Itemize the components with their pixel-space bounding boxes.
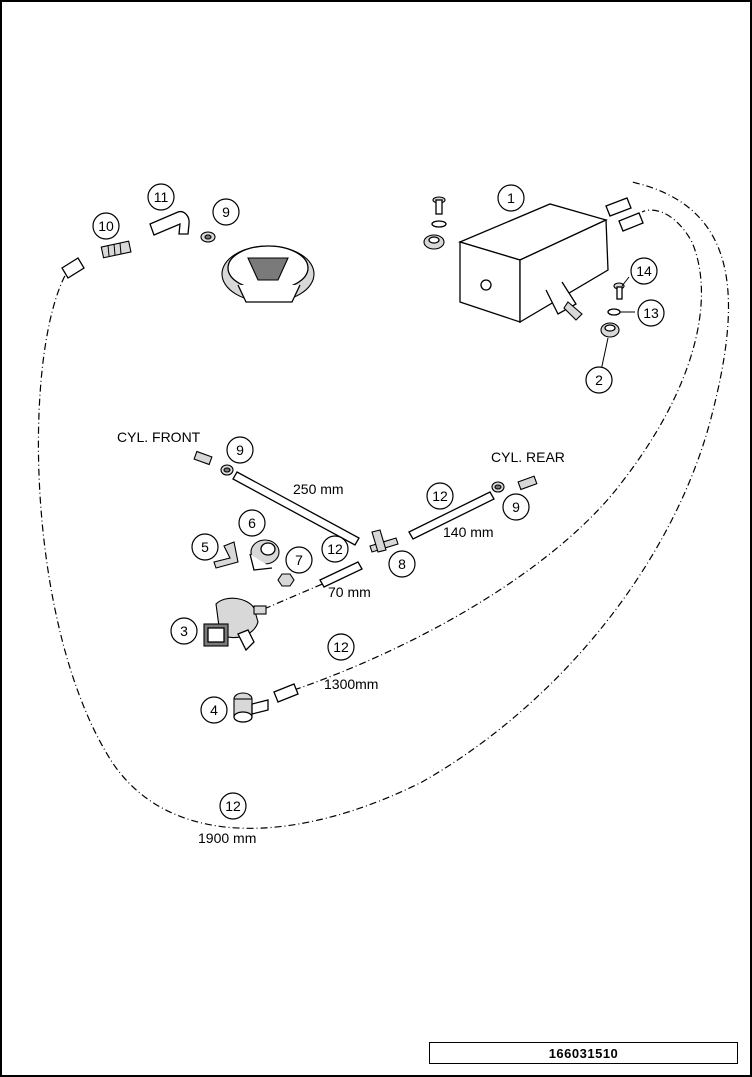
svg-text:8: 8 bbox=[398, 556, 406, 572]
svg-text:6: 6 bbox=[248, 515, 256, 531]
callout-6: 6 bbox=[238, 509, 266, 537]
svg-text:2: 2 bbox=[595, 372, 603, 388]
connector-nipple-10 bbox=[100, 240, 132, 259]
hose-end-lower bbox=[618, 212, 644, 232]
callout-13: 13 bbox=[637, 299, 665, 327]
svg-text:9: 9 bbox=[236, 442, 244, 458]
callout-9-top: 9 bbox=[212, 198, 240, 226]
washer-13 bbox=[607, 308, 621, 316]
hose-70mm-extension bbox=[263, 581, 328, 610]
hose-clamp-9-top bbox=[200, 231, 216, 243]
svg-text:9: 9 bbox=[222, 204, 230, 220]
callout-8: 8 bbox=[388, 550, 416, 578]
label-cyl-front: CYL. FRONT bbox=[117, 429, 201, 445]
hose-1300mm-stub bbox=[273, 683, 299, 703]
label-length-70: 70 mm bbox=[328, 584, 371, 600]
rubber-grommet-2 bbox=[600, 322, 620, 338]
callout-12-1900: 12 bbox=[219, 792, 247, 820]
svg-text:3: 3 bbox=[180, 623, 188, 639]
hose-end-left bbox=[61, 257, 85, 279]
callout-14: 14 bbox=[630, 257, 658, 285]
grommet-canister-left bbox=[423, 234, 445, 250]
callout-9-front: 9 bbox=[226, 436, 254, 464]
hose-clamp-9-front bbox=[220, 464, 234, 476]
hose-1900mm bbox=[37, 181, 730, 829]
svg-text:10: 10 bbox=[98, 218, 114, 234]
callout-4: 4 bbox=[200, 696, 228, 724]
hose-250mm bbox=[232, 471, 360, 546]
label-length-1300: 1300mm bbox=[324, 676, 378, 692]
svg-text:12: 12 bbox=[432, 488, 448, 504]
svg-text:14: 14 bbox=[636, 263, 652, 279]
svg-text:9: 9 bbox=[512, 499, 520, 515]
callout-2: 2 bbox=[585, 366, 613, 394]
bracket-5 bbox=[213, 541, 239, 569]
purge-valve-3 bbox=[203, 597, 267, 652]
svg-text:1: 1 bbox=[507, 190, 515, 206]
callout-12-1300: 12 bbox=[327, 633, 355, 661]
hose-140mm bbox=[408, 491, 495, 540]
callout-7: 7 bbox=[285, 546, 313, 574]
svg-text:12: 12 bbox=[327, 541, 343, 557]
label-cyl-rear: CYL. REAR bbox=[491, 449, 565, 465]
svg-text:12: 12 bbox=[225, 798, 241, 814]
callout-9-rear: 9 bbox=[502, 493, 530, 521]
svg-text:12: 12 bbox=[333, 639, 349, 655]
callout-5: 5 bbox=[191, 533, 219, 561]
svg-text:5: 5 bbox=[201, 539, 209, 555]
nipple-cyl-rear bbox=[517, 475, 538, 491]
t-piece-8 bbox=[369, 529, 399, 553]
label-length-250: 250 mm bbox=[293, 481, 344, 497]
rubber-holder-6 bbox=[249, 539, 280, 571]
fuel-tank-cap bbox=[221, 245, 315, 303]
label-length-1900: 1900 mm bbox=[198, 830, 256, 846]
callout-1: 1 bbox=[497, 184, 525, 212]
callout-12-70: 12 bbox=[321, 535, 349, 563]
hose-70mm bbox=[319, 561, 363, 588]
hose-clamp-9-rear bbox=[491, 481, 505, 493]
document-number-box: 166031510 bbox=[429, 1042, 738, 1064]
nipple-cyl-front bbox=[193, 450, 213, 466]
leader-14 bbox=[621, 276, 630, 287]
hose-end-upper bbox=[605, 197, 632, 217]
screw-14 bbox=[613, 282, 625, 300]
hose-1300mm bbox=[293, 209, 703, 691]
svg-text:4: 4 bbox=[210, 702, 218, 718]
svg-text:13: 13 bbox=[643, 305, 659, 321]
screw-canister-left bbox=[431, 196, 447, 228]
nut-7 bbox=[277, 573, 295, 587]
valve-fitting-4 bbox=[233, 692, 269, 723]
callout-11: 11 bbox=[147, 183, 175, 211]
elbow-hose-11 bbox=[149, 210, 190, 236]
charcoal-canister-1 bbox=[458, 203, 609, 324]
callout-10: 10 bbox=[92, 212, 120, 240]
svg-text:11: 11 bbox=[154, 189, 169, 205]
callout-3: 3 bbox=[170, 617, 198, 645]
svg-text:7: 7 bbox=[295, 552, 303, 568]
callout-12-140: 12 bbox=[426, 482, 454, 510]
document-number: 166031510 bbox=[548, 1045, 619, 1061]
label-length-140: 140 mm bbox=[443, 524, 494, 540]
